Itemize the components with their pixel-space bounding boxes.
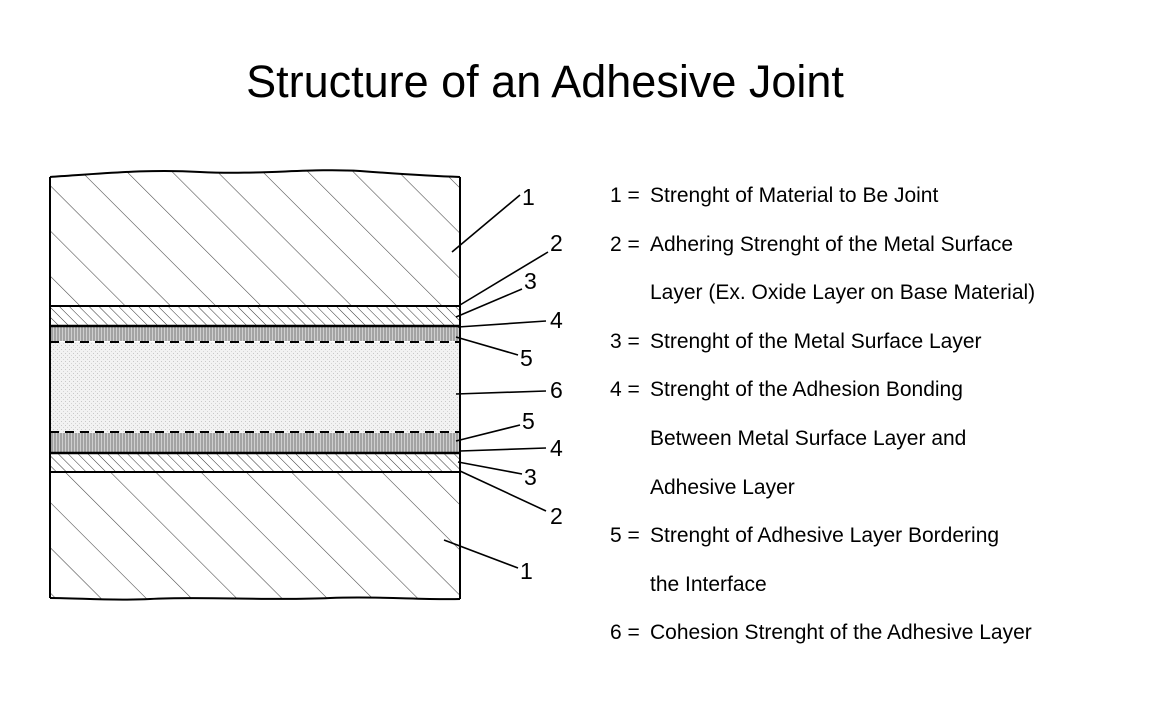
bottom-metal-surface-layer bbox=[50, 453, 460, 471]
legend-item-number: 1 = bbox=[610, 184, 640, 207]
legend-item-text: Strenght of the Adhesion Bonding bbox=[650, 378, 963, 402]
legend-item-2-line-1: 2 = Adhering Strenght of the Metal Surfac… bbox=[610, 229, 1150, 278]
legend-item-4-line-3: Adhesive Layer bbox=[610, 472, 1150, 521]
page-title: Structure of an Adhesive Joint bbox=[246, 56, 844, 107]
legend-item-text: Adhering Strenght of the Metal Surface bbox=[650, 232, 1014, 256]
legend: 1 = Strenght of Material to Be Joint 2 = Ad… bbox=[610, 180, 1150, 666]
legend-item-5-line-2: the Interface bbox=[610, 569, 1150, 618]
legend-item-5-line-1: 5 = Strenght of Adhesive Layer Bordering bbox=[610, 520, 1150, 569]
bottom-base-material bbox=[49, 472, 461, 601]
legend-item-number: 2 = bbox=[610, 232, 640, 256]
legend-item-number: 5 = bbox=[610, 524, 640, 548]
legend-item-text: Cohesion Strenght of the Adhesive Layer bbox=[650, 621, 1032, 645]
legend-item-4-line-2: Between Metal Surface Layer and bbox=[610, 423, 1150, 472]
top-metal-surface-layer bbox=[50, 306, 460, 326]
layer-boundaries bbox=[49, 177, 461, 599]
legend-item-text: Layer (Ex. Oxide Layer on Base Material) bbox=[650, 281, 1036, 305]
legend-item-6-line-1: 6 = Cohesion Strenght of the Adhesive Lay… bbox=[610, 617, 1150, 666]
callout-bot-4: 4 bbox=[550, 435, 563, 461]
callout-top-2: 2 bbox=[550, 230, 563, 256]
callout-bot-3: 3 bbox=[524, 464, 537, 490]
callout-bot-1: 1 bbox=[520, 558, 533, 584]
legend-item-text: Strenght of the Metal Surface Layer bbox=[650, 329, 982, 353]
legend-item-text: Between Metal Surface Layer and bbox=[650, 426, 967, 450]
legend-item-1-line-1: 1 = Strenght of Material to Be Joint bbox=[610, 180, 1150, 229]
top-base-material bbox=[49, 169, 461, 305]
leader-lines bbox=[443, 194, 549, 569]
legend-item-text: the Interface bbox=[650, 572, 767, 596]
legend-item-4-line-1: 4 = Strenght of the Adhesion Bonding bbox=[610, 374, 1150, 423]
legend-item-text: Strenght of Adhesive Layer Bordering bbox=[650, 524, 1000, 548]
callout-top-4: 4 bbox=[550, 307, 563, 333]
callout-top-1: 1 bbox=[522, 184, 535, 210]
bottom-adhesion-bonding-layer bbox=[50, 433, 460, 452]
legend-item-number: 6 = bbox=[610, 621, 640, 645]
legend-item-number: 4 = bbox=[610, 378, 640, 402]
callout-labels: 1 2 3 4 5 6 5 4 3 2 1 bbox=[520, 184, 563, 584]
adhesive-layer bbox=[50, 342, 460, 433]
top-adhesion-bonding-layer bbox=[50, 326, 460, 341]
legend-item-text: Adhesive Layer bbox=[650, 475, 795, 499]
callout-top-3: 3 bbox=[524, 268, 537, 294]
callout-mid-6: 6 bbox=[550, 377, 563, 403]
legend-item-3-line-1: 3 = Strenght of the Metal Surface Layer bbox=[610, 326, 1150, 375]
callout-bot-5: 5 bbox=[522, 408, 535, 434]
legend-item-2-line-2: Layer (Ex. Oxide Layer on Base Material) bbox=[610, 277, 1150, 326]
callout-top-5: 5 bbox=[520, 345, 533, 371]
callout-bot-2: 2 bbox=[550, 503, 563, 529]
legend-item-text: Strenght of Material to Be Joint bbox=[650, 184, 939, 207]
legend-item-number: 3 = bbox=[610, 329, 640, 353]
